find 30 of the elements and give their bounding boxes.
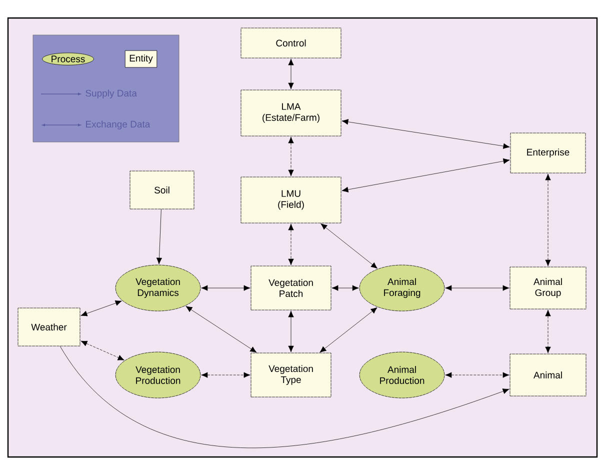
arrow (60, 346, 510, 448)
arrow (445, 285, 510, 291)
arrow (545, 174, 551, 266)
entity-box: LMA (Estate/Farm) (240, 90, 342, 136)
arrow (332, 285, 359, 291)
arrow (320, 223, 378, 269)
entity-box: LMU (Field) (240, 176, 342, 224)
entity-box: Weather (18, 308, 80, 346)
arrow (320, 307, 378, 353)
arrow (288, 310, 294, 352)
entity-box: Animal Group (510, 266, 586, 310)
arrow (186, 306, 257, 353)
arrow (288, 136, 294, 176)
arrow (156, 209, 162, 264)
entity-box: Soil (130, 170, 194, 210)
arrow (342, 119, 510, 149)
entity-box: Vegetation Patch (250, 266, 332, 310)
arrow (201, 285, 250, 291)
arrow (80, 300, 122, 316)
arrow (342, 158, 510, 192)
entity-box: Vegetation Type (250, 352, 332, 398)
entity-box: Animal (510, 354, 586, 396)
arrow (545, 310, 551, 354)
arrow (445, 372, 510, 378)
arrow (288, 224, 294, 266)
entity-box: Control (240, 28, 342, 58)
entity-box: Enterprise (510, 132, 586, 174)
arrow (80, 340, 124, 360)
arrow (201, 372, 250, 378)
arrow (288, 58, 294, 90)
